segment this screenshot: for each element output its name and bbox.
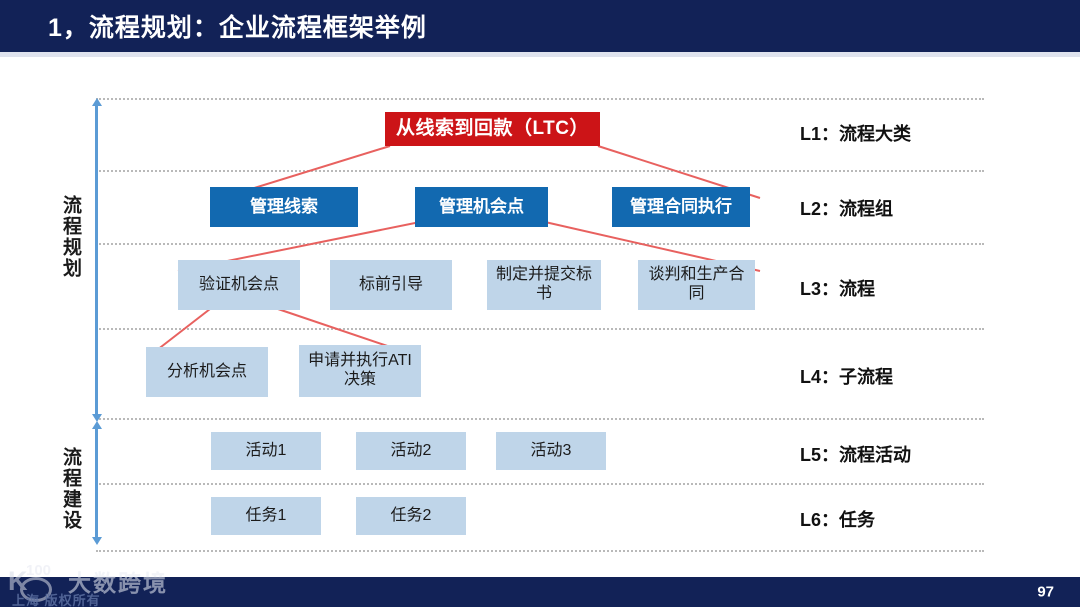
- node-l2-2[interactable]: 管理合同执行: [612, 187, 750, 227]
- gridline-l3-l4: [96, 328, 984, 330]
- axis-planning: [91, 98, 102, 422]
- gridline-l1-top: [96, 98, 984, 100]
- node-l3-3[interactable]: 谈判和生产合同: [638, 260, 755, 310]
- gridline-l1-l2: [96, 170, 984, 172]
- watermark-ring-icon: [20, 577, 52, 602]
- node-l6-0[interactable]: 任务1: [211, 497, 321, 535]
- slide-title-bar: 1，流程规划：企业流程框架举例: [0, 0, 1080, 52]
- footer-gap: [0, 555, 1080, 577]
- watermark: K 100 大数跨境: [8, 558, 268, 604]
- level-label-l5: L5：流程活动: [800, 445, 912, 465]
- node-l6-1[interactable]: 任务2: [356, 497, 466, 535]
- node-l4-0[interactable]: 分析机会点: [146, 347, 268, 397]
- level-label-l3: L3：流程: [800, 279, 876, 299]
- level-label-l6: L6：任务: [800, 510, 876, 530]
- page-number: 97: [1037, 583, 1054, 601]
- node-l2-1[interactable]: 管理机会点: [415, 187, 548, 227]
- gridline-l5-l6: [96, 483, 984, 485]
- axis-label-construction: 流程建设: [60, 447, 81, 531]
- diagram-canvas: 流程规划 流程建设 从线索到回款（LTC） 管理线索 管理机会点 管理合同执行 …: [0, 57, 1080, 555]
- node-l5-0[interactable]: 活动1: [211, 432, 321, 470]
- watermark-logo-100: 100: [26, 562, 52, 579]
- level-label-l2: L2：流程组: [800, 199, 894, 219]
- footer-bar: 97: [0, 577, 1080, 607]
- node-l3-0[interactable]: 验证机会点: [178, 260, 300, 310]
- node-l3-1[interactable]: 标前引导: [330, 260, 452, 310]
- node-l5-1[interactable]: 活动2: [356, 432, 466, 470]
- gridline-l6-bottom: [96, 550, 984, 552]
- watermark-logo-icon: K 100: [8, 562, 60, 602]
- level-label-l4: L4：子流程: [800, 367, 894, 387]
- level-label-l1: L1：流程大类: [800, 124, 912, 144]
- watermark-subtext: 上海 版权所有: [12, 593, 101, 608]
- page-title: 1，流程规划：企业流程框架举例: [48, 14, 427, 42]
- node-l2-0[interactable]: 管理线索: [210, 187, 358, 227]
- axis-label-planning: 流程规划: [60, 195, 81, 279]
- node-l4-1[interactable]: 申请并执行ATI决策: [299, 345, 421, 397]
- title-underline: [0, 52, 1080, 57]
- axis-construction: [91, 421, 102, 545]
- gridline-l2-l3: [96, 243, 984, 245]
- watermark-text: 大数跨境: [68, 570, 168, 596]
- node-l1-0[interactable]: 从线索到回款（LTC）: [385, 112, 600, 146]
- node-l3-2[interactable]: 制定并提交标书: [487, 260, 601, 310]
- gridline-l4-l5: [96, 418, 984, 420]
- node-l5-2[interactable]: 活动3: [496, 432, 606, 470]
